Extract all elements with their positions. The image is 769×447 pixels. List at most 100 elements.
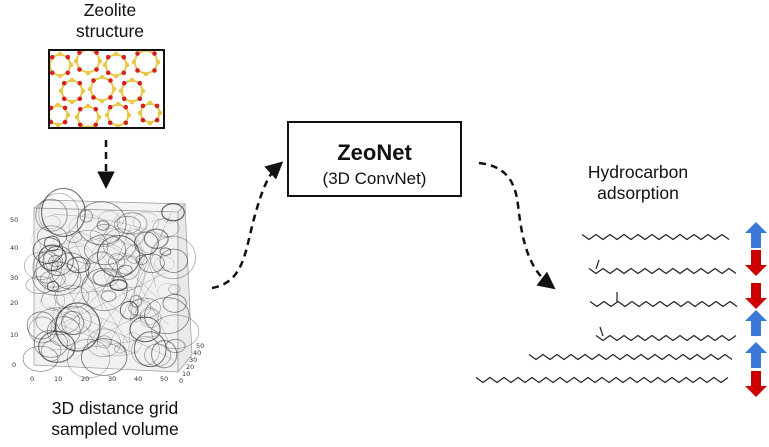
mesh-cavity (41, 290, 66, 311)
arrow-grid-to-zeonet (211, 161, 284, 290)
mesh-cavity (54, 285, 90, 309)
mesh-cavity (162, 294, 187, 313)
mesh-cavity (55, 305, 92, 336)
mesh-strand (130, 264, 165, 321)
mesh-strand (85, 272, 129, 344)
mesh-cavity (55, 302, 101, 352)
mesh-strand (67, 246, 101, 277)
adsorption-up-arrow-icon (745, 310, 767, 336)
mesh-cavity (157, 283, 178, 301)
zeonet-model-box: ZeoNet (3D ConvNet) (287, 121, 462, 197)
mesh-cavity (38, 244, 67, 272)
mesh-cavity (129, 314, 141, 323)
mesh-strand (115, 239, 154, 257)
molecule-1-linear (581, 233, 730, 241)
z-tick-50: 50 (10, 216, 18, 224)
mesh-strand (54, 212, 130, 335)
mesh-cavity (32, 237, 64, 264)
x-tick-40: 40 (134, 375, 142, 383)
molecule-4-dimethyl-branched (595, 334, 737, 342)
mesh-cavity (41, 187, 86, 237)
mesh-cavity (25, 276, 55, 295)
zeolite-ring (102, 51, 130, 79)
mesh-cavity (76, 201, 127, 246)
mesh-cavity (22, 345, 59, 372)
mesh-cavity (65, 231, 83, 243)
mesh-cavity (122, 332, 143, 353)
z-tick-40: 40 (10, 244, 18, 252)
zeolite-ring (137, 100, 163, 126)
molecule-5-long-linear (528, 353, 733, 361)
mesh-strand (53, 214, 173, 239)
mesh-strand (76, 230, 144, 265)
mesh-cavity (35, 307, 81, 336)
mesh-cavity (108, 253, 125, 270)
mesh-cavity (39, 270, 66, 288)
mesh-cavity (28, 316, 57, 344)
mesh-cavity (86, 328, 121, 358)
adsorption-down-arrow-icon (745, 283, 767, 309)
mesh-cavity (168, 284, 181, 294)
zeolite-ring (104, 101, 132, 127)
molecule-2-branch (595, 259, 600, 270)
mesh-cavity (79, 209, 93, 223)
x-tick-0: 0 (30, 375, 34, 383)
grid-caption-line1: 3D distance grid (51, 398, 179, 418)
distance-grid-caption: 3D distance grid sampled volume (10, 398, 220, 440)
mesh-cavity (81, 338, 128, 376)
zeolite-ring (87, 74, 117, 104)
y-tick-20: 20 (186, 363, 194, 371)
mesh-strand (61, 324, 131, 352)
mesh-cavity (61, 310, 85, 336)
mesh-cavity (96, 220, 110, 231)
mesh-strand (50, 335, 159, 351)
zeolite-ring (73, 51, 103, 76)
mesh-strand (49, 264, 68, 344)
molecule-4-branch (599, 326, 604, 337)
adsorption-up-arrow-icon (745, 222, 767, 248)
mesh-cavity (113, 216, 141, 234)
mesh-cavity (133, 331, 167, 368)
mesh-cavity (84, 234, 127, 266)
mesh-cavity (31, 227, 54, 252)
zeolite-title-line1: Zeolite (83, 0, 137, 20)
mesh-strand (151, 219, 173, 225)
mesh-strand (39, 243, 75, 357)
zeolite-structure-image (48, 49, 165, 129)
zeolite-ring (118, 77, 146, 105)
mesh-strand (52, 258, 97, 348)
mesh-cavity (45, 260, 60, 270)
y-tick-10: 10 (182, 370, 190, 378)
mesh-cavity (116, 255, 140, 280)
mesh-cavity (100, 290, 117, 302)
mesh-strand (101, 255, 170, 326)
zeolite-ring (74, 103, 102, 127)
mesh-cavity (116, 212, 148, 235)
mesh-cavity (92, 269, 119, 287)
adsorption-down-arrow-icon (745, 250, 767, 276)
grid-caption-line2: sampled volume (51, 419, 179, 439)
mesh-cavity (151, 340, 178, 369)
distance-grid-3d-plot: 0 10 20 30 40 50 0 10 20 30 40 50 0 10 2… (10, 187, 204, 385)
mesh-strand (95, 308, 118, 351)
y-tick-30: 30 (189, 356, 197, 364)
mesh-strand (101, 226, 131, 293)
y-tick-50: 50 (196, 342, 204, 350)
z-axis-ticks: 0 10 20 30 40 50 (10, 216, 18, 369)
hc-title-line2: adsorption (597, 183, 679, 203)
mesh-strand (74, 320, 103, 361)
mesh-cavity (154, 256, 175, 272)
model-name: ZeoNet (337, 140, 412, 165)
mesh-cavity (81, 267, 128, 312)
zeolite-ring (50, 102, 71, 127)
mesh-strand (55, 256, 127, 319)
mesh-strand (52, 231, 149, 339)
mesh-cavity (24, 252, 58, 280)
adsorption-arrows (745, 222, 767, 397)
zeolite-ring (131, 51, 161, 77)
z-tick-20: 20 (10, 299, 18, 307)
mesh-cavity (33, 330, 69, 358)
model-subtitle: (3D ConvNet) (322, 169, 427, 188)
zeolite-ring (50, 51, 74, 79)
